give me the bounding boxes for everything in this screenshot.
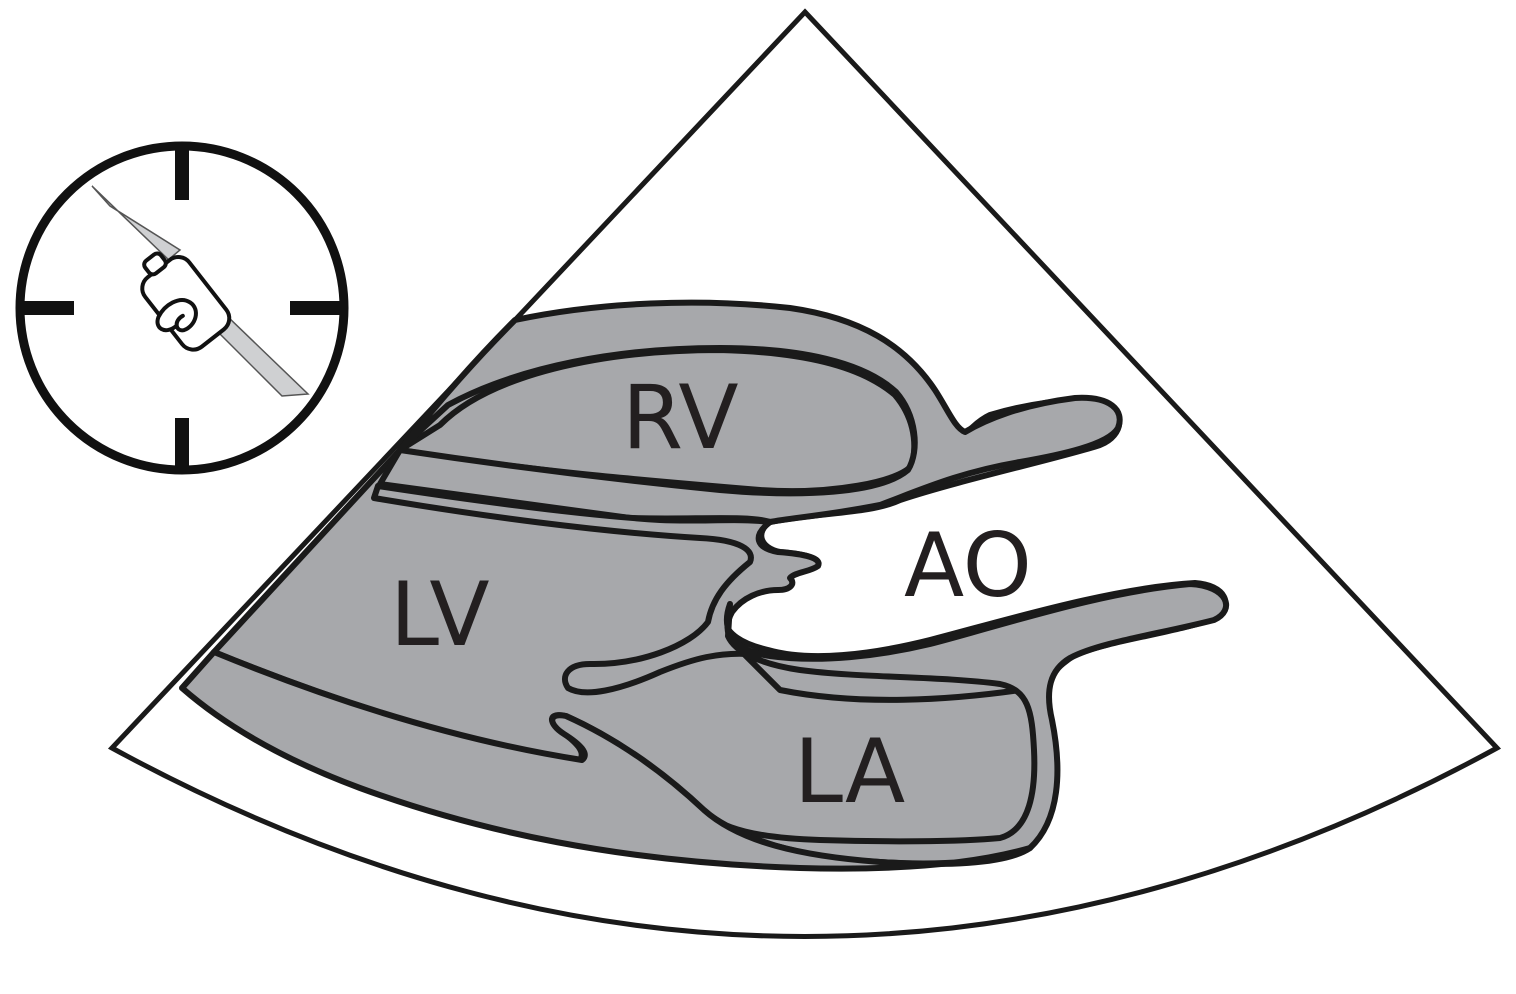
- probe-icon: [140, 251, 232, 352]
- ultrasound-sector: [107, 8, 1502, 939]
- rv-label: RV: [622, 366, 739, 469]
- clock-tick-12: [175, 146, 189, 200]
- clock-tick-9: [22, 301, 74, 315]
- la-label: LA: [794, 720, 905, 823]
- clock-tick-3: [290, 301, 342, 315]
- lv-label: LV: [390, 563, 490, 666]
- clock-tick-6: [175, 418, 189, 470]
- ao-label: AO: [904, 514, 1032, 617]
- lv-posterior-wall: [179, 649, 1033, 872]
- transducer-clock-icon: [15, 141, 349, 475]
